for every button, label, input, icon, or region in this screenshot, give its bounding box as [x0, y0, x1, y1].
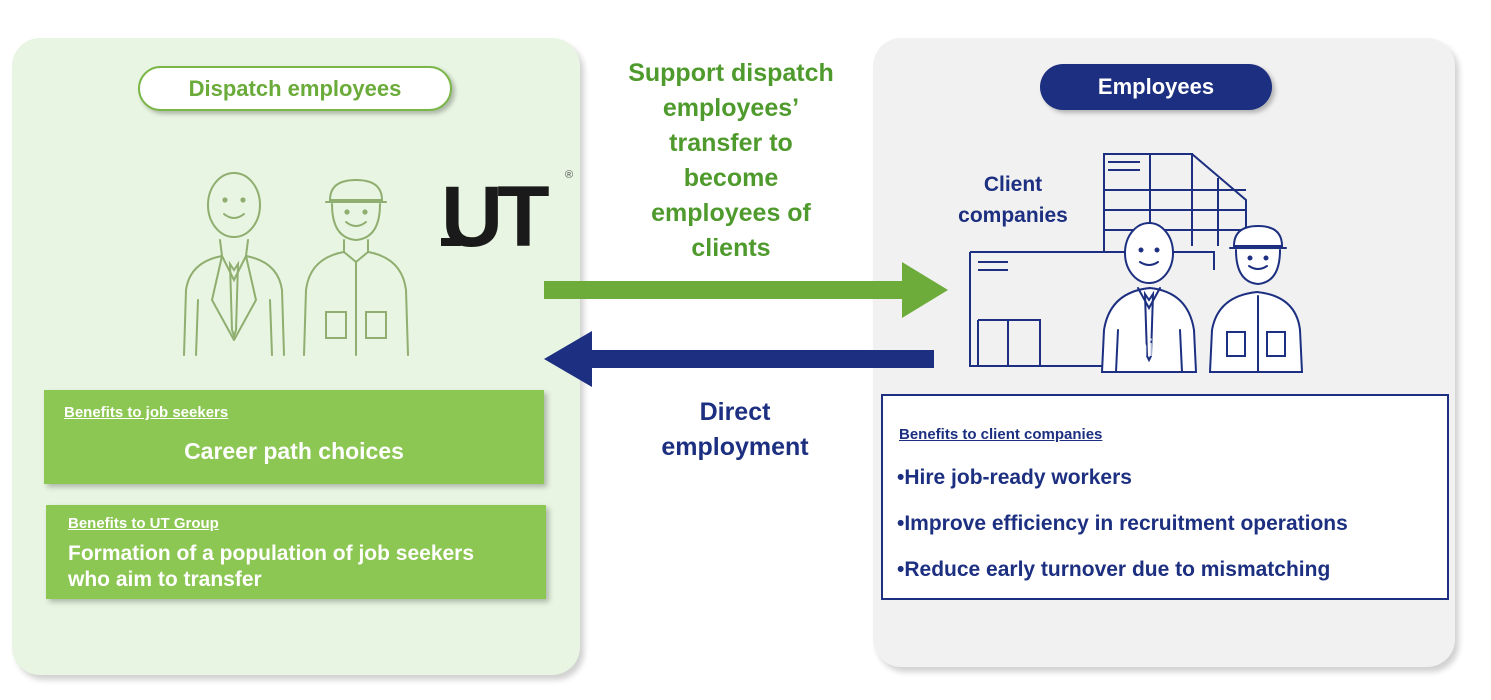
- ut-logo: UT ®: [441, 169, 573, 265]
- client-benefits-box: Benefits to client companies •Hire job-r…: [881, 394, 1449, 600]
- support-transfer-line: transfer to: [669, 129, 793, 157]
- client-benefit-item: •Improve efficiency in recruitment opera…: [897, 512, 1348, 535]
- client-companies-line: Client: [983, 173, 1043, 196]
- factory-worker-icon: [303, 178, 409, 356]
- direct-employment-line: employment: [661, 433, 809, 461]
- support-transfer-line: become: [683, 164, 779, 192]
- ut-group-benefits-text: Formation of a population of job seekers…: [68, 541, 536, 593]
- arrow-left-navy: [544, 331, 934, 387]
- support-transfer-caption: Support dispatch employees’ transfer to …: [600, 56, 862, 266]
- client-worker-icon: [1208, 224, 1304, 373]
- client-companies-line: companies: [958, 204, 1068, 227]
- direct-employment-line: Direct: [699, 398, 771, 426]
- career-path-text: Career path choices: [184, 438, 404, 464]
- client-benefits-label: Benefits to client companies: [899, 426, 1103, 443]
- client-companies-label: Client companies: [938, 169, 1088, 231]
- support-transfer-line: employees’: [662, 94, 800, 122]
- support-transfer-line: clients: [691, 234, 771, 262]
- registered-mark: ®: [565, 169, 573, 181]
- ut-logo-text: UT: [441, 169, 549, 265]
- job-seekers-benefits-label: Benefits to job seekers: [64, 404, 229, 421]
- support-transfer-line: Support dispatch: [628, 59, 834, 87]
- businessman-icon: [183, 172, 285, 356]
- ut-group-benefits-label: Benefits to UT Group: [68, 515, 219, 532]
- ut-group-benefits-box: Benefits to UT Group Formation of a popu…: [46, 505, 546, 599]
- direct-employment-caption: Direct employment: [625, 395, 845, 465]
- client-businessman-icon: [1100, 222, 1198, 373]
- ut-group-benefits-line-1: Formation of a population of job seekers: [68, 542, 475, 565]
- dispatch-employees-title: Dispatch employees: [138, 66, 452, 111]
- client-benefit-item: •Reduce early turnover due to mismatchin…: [897, 558, 1331, 581]
- support-transfer-line: employees of: [651, 199, 811, 227]
- client-benefit-item: •Hire job-ready workers: [897, 466, 1132, 489]
- job-seekers-benefits-box: Benefits to job seekers Career path choi…: [44, 390, 544, 484]
- ut-group-benefits-line-2: who aim to transfer: [68, 568, 262, 591]
- employees-title: Employees: [1040, 64, 1272, 110]
- arrow-right-green: [544, 262, 948, 318]
- faint-overlay-text: This i: [1120, 335, 1178, 362]
